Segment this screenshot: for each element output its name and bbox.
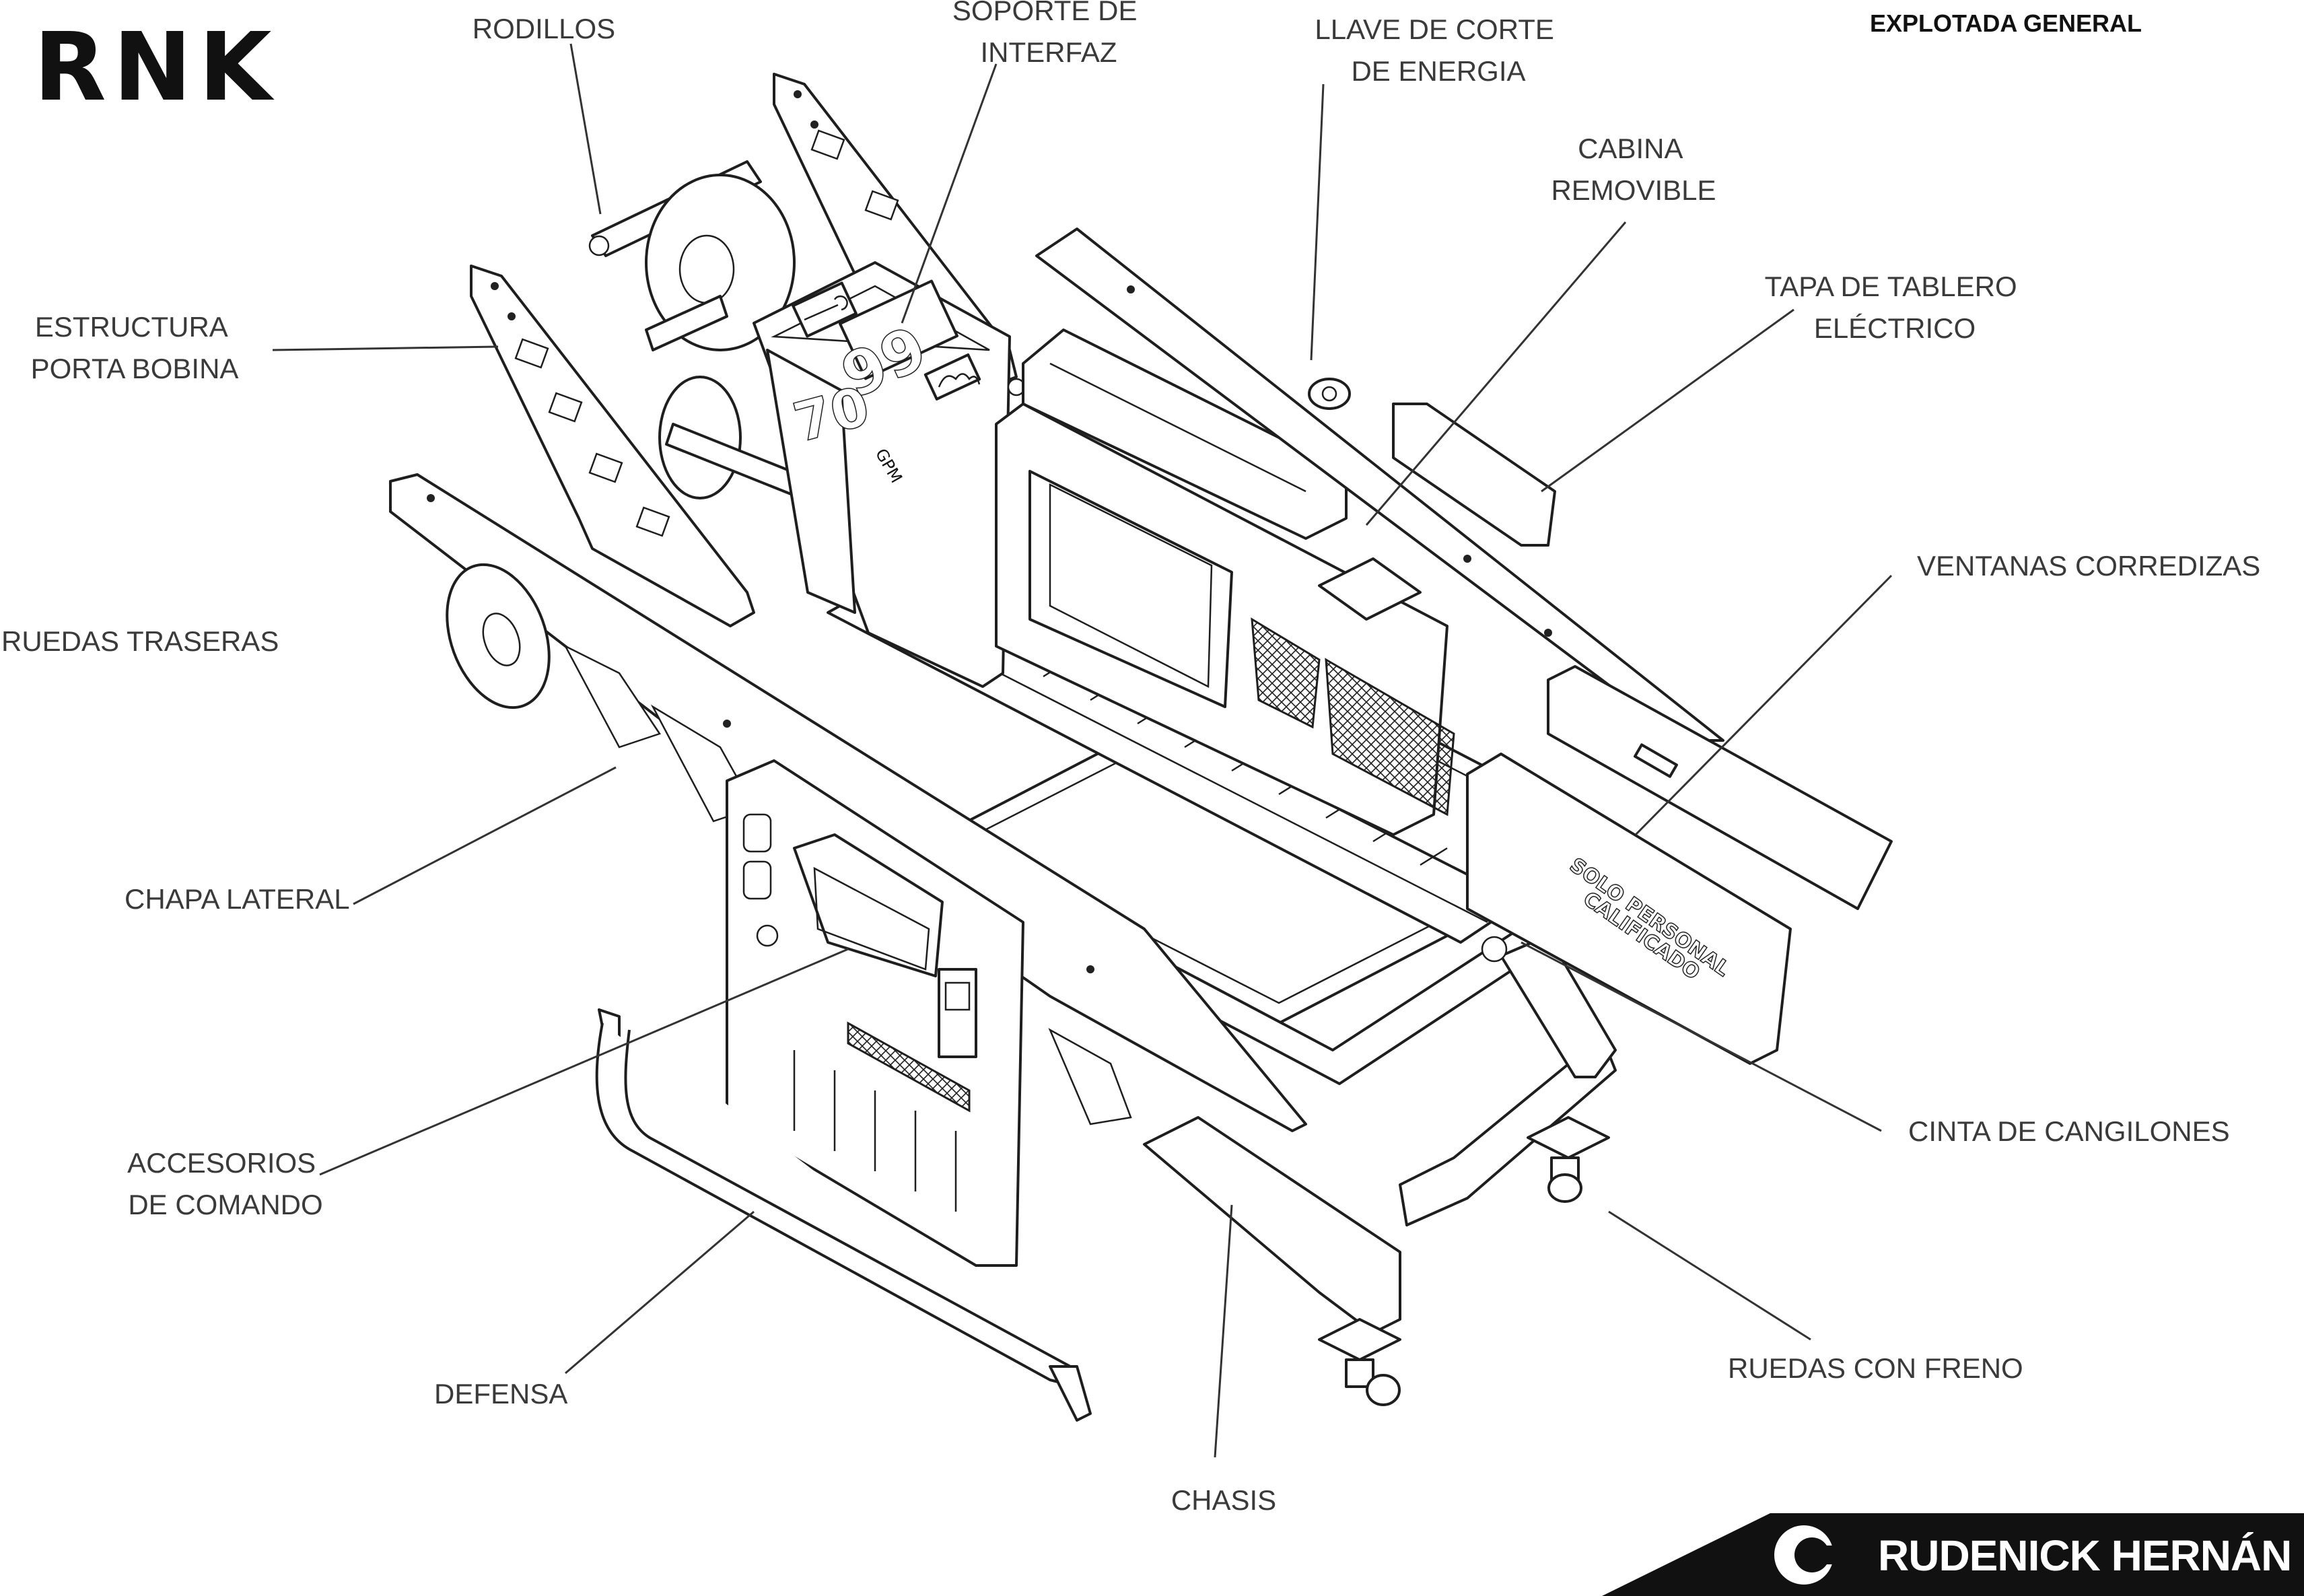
label-tapa-tablero: TAPA DE TABLERO ELÉCTRICO <box>1765 271 2025 344</box>
label-llave-corte: LLAVE DE CORTE DE ENERGIA <box>1315 13 1562 87</box>
label-cabina: CABINA REMOVIBLE <box>1551 133 1716 206</box>
label-estructura: ESTRUCTURA PORTA BOBINA <box>31 311 239 384</box>
brand-logo: RNK <box>34 13 278 123</box>
rear-wheels <box>446 563 551 709</box>
caster-wheel-front <box>1318 1318 1401 1406</box>
label-rodillos: RODILLOS <box>473 13 615 44</box>
bumper <box>595 1008 1092 1422</box>
label-ruedas-traseras: RUEDAS TRASERAS <box>1 625 279 657</box>
label-ventanas: VENTANAS CORREDIZAS <box>1917 550 2260 582</box>
electrical-board-cover <box>1392 403 1556 547</box>
label-soporte-interfaz: SOPORTE DE INTERFAZ <box>952 0 1145 68</box>
removable-cabin <box>995 328 1455 836</box>
author-logo-icon <box>1774 1525 1839 1585</box>
label-defensa: DEFENSA <box>434 1378 567 1410</box>
label-accesorios: ACCESORIOS DE COMANDO <box>127 1147 324 1220</box>
interface-support: 66 70 GPM <box>753 261 1026 688</box>
machine-assembly: 66 70 GPM SOLO <box>389 73 1893 1422</box>
wrench-icon <box>804 295 848 321</box>
sheet-title: EXPLOTADA GENERAL <box>1870 9 2142 37</box>
caster-wheel-right <box>1527 1116 1610 1203</box>
label-cinta: CINTA DE CANGILONES <box>1908 1115 2230 1147</box>
author-banner: RUDENICK HERNÁN <box>1602 1513 2304 1596</box>
power-cutoff-switch <box>1308 378 1351 410</box>
right-frame-rail <box>1035 228 1724 742</box>
hand-icon <box>938 373 981 388</box>
label-chapa-lateral: CHAPA LATERAL <box>125 883 350 915</box>
leader-lines <box>272 43 1893 1458</box>
label-chasis: CHASIS <box>1171 1484 1276 1516</box>
author-name: RUDENICK HERNÁN <box>1878 1531 2291 1580</box>
label-ruedas-freno: RUEDAS CON FRENO <box>1728 1352 2023 1384</box>
command-accessories <box>726 759 1024 1267</box>
